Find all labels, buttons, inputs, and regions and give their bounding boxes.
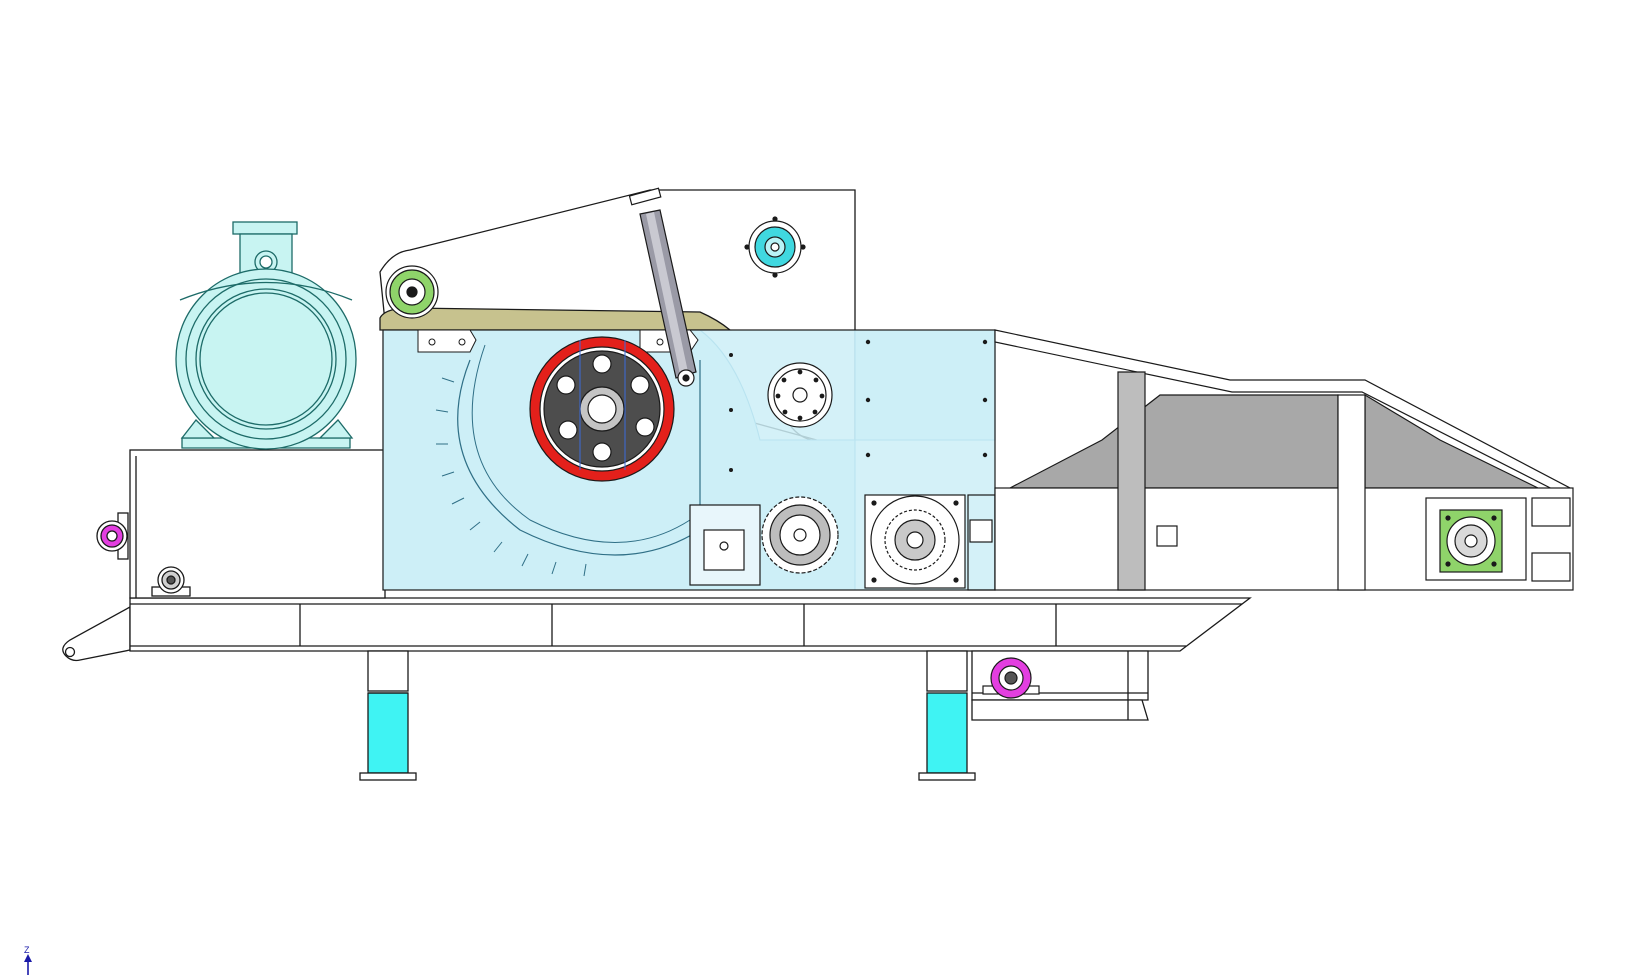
axis-label-z: Z xyxy=(24,945,30,955)
support-leg-rear xyxy=(918,650,976,781)
rotor-drum xyxy=(529,336,675,482)
motor-base xyxy=(96,449,386,599)
tow-hitch xyxy=(62,605,131,662)
support-leg-front xyxy=(359,650,417,781)
support-legs xyxy=(359,650,976,781)
bearing-green-left xyxy=(385,265,439,319)
feed-roller-upper xyxy=(744,216,833,428)
arm-plate xyxy=(379,307,732,331)
main-beam xyxy=(129,597,1252,652)
hydraulic-cylinder xyxy=(628,187,697,387)
bearing-green-right xyxy=(1439,509,1503,573)
drive-motor xyxy=(175,221,357,450)
feed-roller-lower xyxy=(689,494,996,591)
bearing-box-small xyxy=(151,566,191,597)
clamp-plate-left xyxy=(417,329,477,353)
bearing-left-magenta xyxy=(96,512,129,560)
sprocket xyxy=(761,496,839,574)
base-frame xyxy=(62,597,1252,721)
infeed-hopper xyxy=(994,329,1574,591)
axis-triad xyxy=(24,954,32,975)
bearing-under-magenta xyxy=(982,657,1040,699)
